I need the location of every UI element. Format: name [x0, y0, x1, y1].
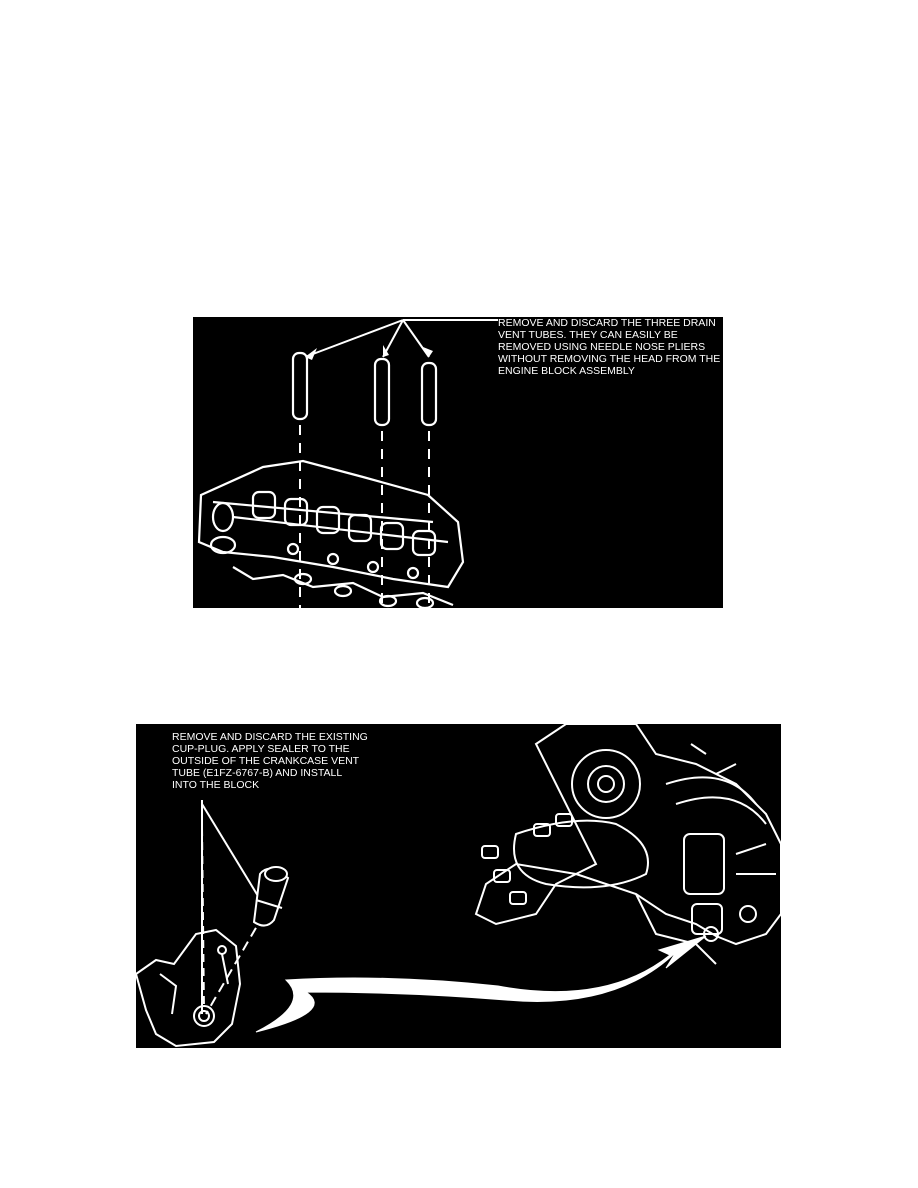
- drain-vent-tube-2: [373, 357, 391, 427]
- caption-line: INTO THE BLOCK: [172, 779, 260, 791]
- crankcase-vent-illustration: [136, 724, 781, 1048]
- caption-line: VENT TUBES. THEY CAN EASILY BE: [498, 329, 678, 341]
- leader-arrow-tube-1: [304, 319, 404, 358]
- install-path-line: [205, 913, 265, 1015]
- leader-arrow-tube-3: [402, 319, 430, 358]
- crankcase-vent-tube: [252, 866, 290, 927]
- caption-line: REMOVED USING NEEDLE NOSE PLIERS: [498, 341, 706, 353]
- drain-vent-tube-3: [420, 361, 438, 427]
- caption-line: REMOVE AND DISCARD THE EXISTING: [172, 731, 368, 743]
- install-direction-arrow-icon: [255, 935, 707, 1033]
- engine-block-fragment: [136, 928, 242, 1048]
- caption-crankcase-vent-tube: REMOVE AND DISCARD THE EXISTING CUP-PLUG…: [172, 731, 382, 791]
- cylinder-head: [197, 459, 465, 608]
- cylinder-head-illustration: [197, 319, 498, 608]
- caption-line: OUTSIDE OF THE CRANKCASE VENT: [172, 755, 360, 767]
- caption-drain-vent-tubes: REMOVE AND DISCARD THE THREE DRAIN VENT …: [498, 317, 723, 377]
- vent-tube-installed: [703, 926, 719, 942]
- engine-assembly: [474, 724, 781, 965]
- arrowhead-icon: [383, 345, 389, 357]
- caption-line: WITHOUT REMOVING THE HEAD FROM THE: [498, 353, 721, 365]
- figure-crankcase-vent-tube: REMOVE AND DISCARD THE EXISTING CUP-PLUG…: [136, 724, 781, 1048]
- arrowhead-icon: [423, 347, 433, 357]
- leader-line: [201, 803, 259, 897]
- arrowhead-icon: [305, 348, 317, 360]
- caption-line: REMOVE AND DISCARD THE THREE DRAIN: [498, 317, 716, 329]
- drain-vent-tube-1: [291, 351, 309, 421]
- caption-line: TUBE (E1FZ-6767-B) AND INSTALL: [172, 767, 343, 779]
- caption-line: CUP-PLUG. APPLY SEALER TO THE: [172, 743, 350, 755]
- caption-line: ENGINE BLOCK ASSEMBLY: [498, 365, 635, 377]
- figure-drain-vent-tubes: REMOVE AND DISCARD THE THREE DRAIN VENT …: [193, 317, 723, 608]
- distributor-terminals: [481, 813, 573, 905]
